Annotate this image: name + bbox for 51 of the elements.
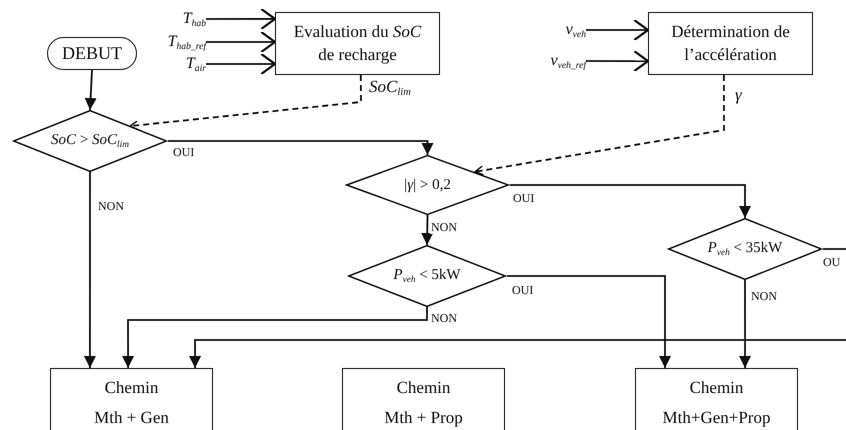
edge-label: OUI (172, 146, 196, 160)
arrow (189, 339, 846, 368)
box-heading: Chemin (396, 377, 450, 399)
arrow (206, 8, 276, 30)
box-text: Mth + Gen (94, 406, 169, 429)
arrow (168, 140, 434, 155)
box-heading: Chemin (690, 377, 744, 399)
decision-diamond (347, 245, 507, 307)
box-text: Evaluation du SoC de recharge (292, 21, 422, 66)
box-text: Mth + Prop (384, 406, 463, 429)
signal-label: v$_{veh_ref}$ (495, 50, 586, 72)
start-terminal (47, 37, 137, 70)
path-box (50, 368, 213, 430)
edge-label: NON (750, 290, 778, 304)
arrow (507, 275, 671, 368)
edge-label: OUI (512, 192, 536, 206)
edge-label: OUI (511, 284, 534, 298)
edge-label: OU (822, 256, 842, 270)
edge-label: NON (430, 221, 458, 234)
arrow (739, 280, 752, 368)
terminal-label: DEBUT (62, 43, 122, 64)
arrow (84, 172, 96, 368)
process-box (275, 12, 440, 75)
box-text: Détermination de l’accélération (670, 21, 791, 66)
decision-diamond (667, 218, 823, 280)
path-box (342, 368, 505, 430)
arrow (122, 307, 428, 368)
path-box (635, 368, 798, 430)
process-box (648, 12, 813, 75)
arrow (206, 52, 276, 76)
box-heading: Chemin (104, 377, 158, 399)
arrow (206, 30, 276, 54)
condition-text: P$_{veh}$ < 35kW (708, 240, 782, 258)
dashed-arrow (474, 75, 725, 176)
condition-text: |γ| > 0,2 (404, 176, 451, 194)
signal-label: v$_{veh}$ (530, 19, 586, 41)
arrow (586, 50, 650, 72)
arrow (586, 18, 650, 42)
arrow (84, 70, 97, 110)
decision-diamond (345, 155, 510, 215)
arrow (421, 214, 434, 246)
signal-label: T$_{hab}$ (150, 8, 206, 30)
box-text: Mth+Gen+Prop (662, 406, 770, 429)
signal-label: T$_{air}$ (150, 53, 206, 75)
edge-label: NON (430, 312, 458, 326)
condition-text: P$_{veh}$ < 5kW (393, 267, 461, 285)
edge-label: NON (97, 200, 125, 214)
condition-text: SoC > SoC$_{lim}$ (51, 132, 129, 150)
arrow (510, 184, 751, 218)
decision-diamond (12, 110, 168, 172)
signal-label: T$_{hab_ref}$ (130, 31, 206, 53)
